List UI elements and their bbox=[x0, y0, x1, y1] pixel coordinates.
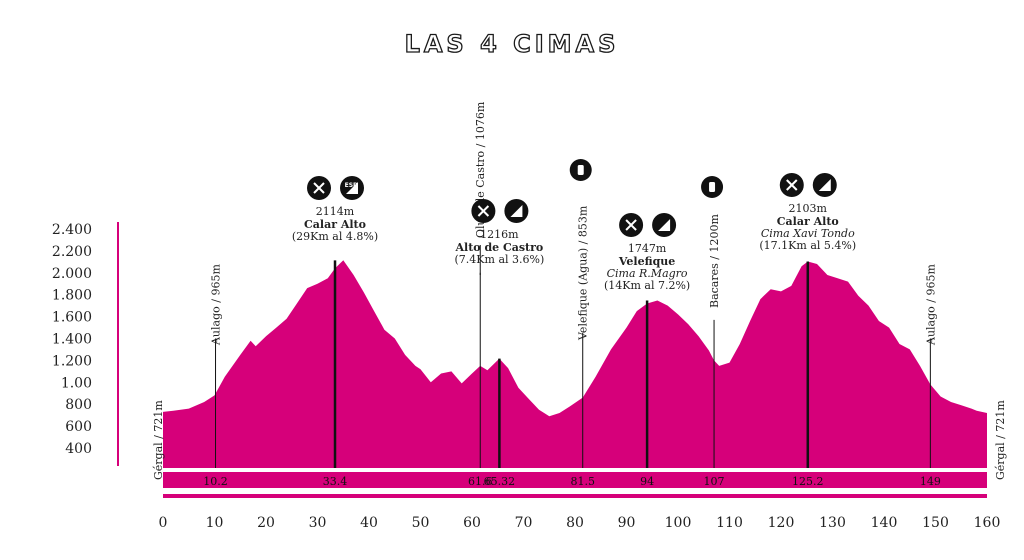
km-marker-label: 149 bbox=[920, 475, 941, 488]
bottle-shape bbox=[709, 182, 716, 192]
elevation-area bbox=[163, 260, 987, 468]
climb-esp-icon: ESP bbox=[340, 176, 365, 200]
y-tick-label: 1.200 bbox=[52, 353, 92, 369]
y-tick-label: 1.600 bbox=[52, 310, 92, 326]
x-tick-label: 60 bbox=[463, 515, 481, 531]
knife-stroke bbox=[786, 179, 798, 191]
climb-esp-text: ESP bbox=[345, 182, 358, 189]
y-tick-label: 1.00 bbox=[61, 375, 92, 391]
y-tick-label: 1.800 bbox=[52, 288, 92, 304]
peak-name: Calar Alto bbox=[304, 218, 366, 231]
peak-elevation: 2114m bbox=[316, 205, 355, 218]
km-strip bbox=[163, 472, 987, 488]
peak-stats: (7.4Km al 3.6%) bbox=[455, 253, 545, 266]
y-tick-label: 600 bbox=[65, 419, 92, 435]
x-tick-label: 50 bbox=[412, 515, 430, 531]
y-tick-label: 400 bbox=[65, 441, 92, 457]
x-tick-label: 150 bbox=[922, 515, 949, 531]
peak-subtitle: Cima R.Magro bbox=[607, 267, 688, 280]
km-marker-label: 94 bbox=[640, 475, 654, 488]
km-marker-label: 10.2 bbox=[203, 475, 228, 488]
bottom-rule bbox=[163, 494, 987, 498]
y-tick-label: 2.200 bbox=[52, 244, 92, 260]
peak-subtitle: Cima Xavi Tondo bbox=[761, 227, 855, 240]
y-tick-label: 1.400 bbox=[52, 332, 92, 348]
peak-name: Calar Alto bbox=[777, 215, 839, 228]
climb-icon bbox=[504, 199, 529, 223]
km-marker-label: 107 bbox=[704, 475, 725, 488]
food-icon bbox=[619, 213, 644, 237]
bottle-shape bbox=[577, 165, 584, 175]
climb-triangle bbox=[658, 219, 671, 231]
peak-elevation: 2103m bbox=[789, 202, 828, 215]
water-icon bbox=[701, 176, 724, 198]
water-icon bbox=[569, 159, 592, 181]
waypoint-vertical-label: Gérgal / 721m bbox=[994, 400, 1007, 480]
x-tick-label: 110 bbox=[716, 515, 743, 531]
x-tick-label: 40 bbox=[360, 515, 378, 531]
km-marker-label: 61.6 bbox=[468, 475, 493, 488]
peak-name: Alto de Castro bbox=[455, 241, 544, 254]
food-icon bbox=[307, 176, 332, 200]
x-tick-label: 160 bbox=[974, 515, 1001, 531]
food-icon bbox=[779, 173, 804, 197]
x-tick-label: 70 bbox=[515, 515, 533, 531]
climb-triangle bbox=[818, 179, 831, 191]
peak-stats: (14Km al 7.2%) bbox=[604, 279, 690, 292]
x-tick-label: 120 bbox=[768, 515, 795, 531]
y-tick-label: 2.000 bbox=[52, 266, 92, 282]
climb-icon bbox=[652, 213, 677, 237]
x-tick-label: 90 bbox=[618, 515, 636, 531]
x-tick-label: 140 bbox=[871, 515, 898, 531]
knife-stroke bbox=[313, 182, 325, 194]
waypoint-vertical-label: Bacares / 1200m bbox=[708, 214, 721, 308]
waypoint-vertical-label: Gérgal / 721m bbox=[152, 400, 165, 480]
climb-icon bbox=[812, 173, 837, 197]
food-icon bbox=[471, 199, 496, 223]
peak-elevation: 1747m bbox=[628, 242, 667, 255]
km-marker-label: 81.5 bbox=[570, 475, 595, 488]
peak-elevation: 1216m bbox=[480, 228, 519, 241]
y-tick-label: 2.400 bbox=[52, 222, 92, 238]
waypoint-vertical-label: Aulago / 965m bbox=[210, 264, 223, 346]
peak-name: Velefique bbox=[618, 255, 675, 268]
peak-stats: (29Km al 4.8%) bbox=[292, 230, 378, 243]
climb-triangle bbox=[346, 182, 359, 194]
x-tick-label: 10 bbox=[206, 515, 224, 531]
km-marker-label: 33.4 bbox=[323, 475, 348, 488]
knife-stroke bbox=[625, 219, 637, 231]
peak-stats: (17.1Km al 5.4%) bbox=[759, 239, 856, 252]
km-marker-label: 65.32 bbox=[484, 475, 516, 488]
climb-triangle bbox=[510, 205, 523, 217]
y-tick-label: 800 bbox=[65, 397, 92, 413]
x-tick-label: 80 bbox=[566, 515, 584, 531]
x-tick-label: 20 bbox=[257, 515, 275, 531]
chart-title: LAS 4 CIMAS bbox=[404, 29, 620, 58]
knife-stroke bbox=[477, 205, 490, 217]
x-tick-label: 0 bbox=[159, 515, 168, 531]
x-tick-label: 100 bbox=[665, 515, 692, 531]
x-tick-label: 130 bbox=[819, 515, 846, 531]
km-marker-label: 125.2 bbox=[792, 475, 824, 488]
waypoint-vertical-label: Aulago / 965m bbox=[924, 264, 937, 346]
waypoint-vertical-label: Velefique (Agua) / 853m bbox=[577, 205, 590, 341]
x-tick-label: 30 bbox=[309, 515, 327, 531]
